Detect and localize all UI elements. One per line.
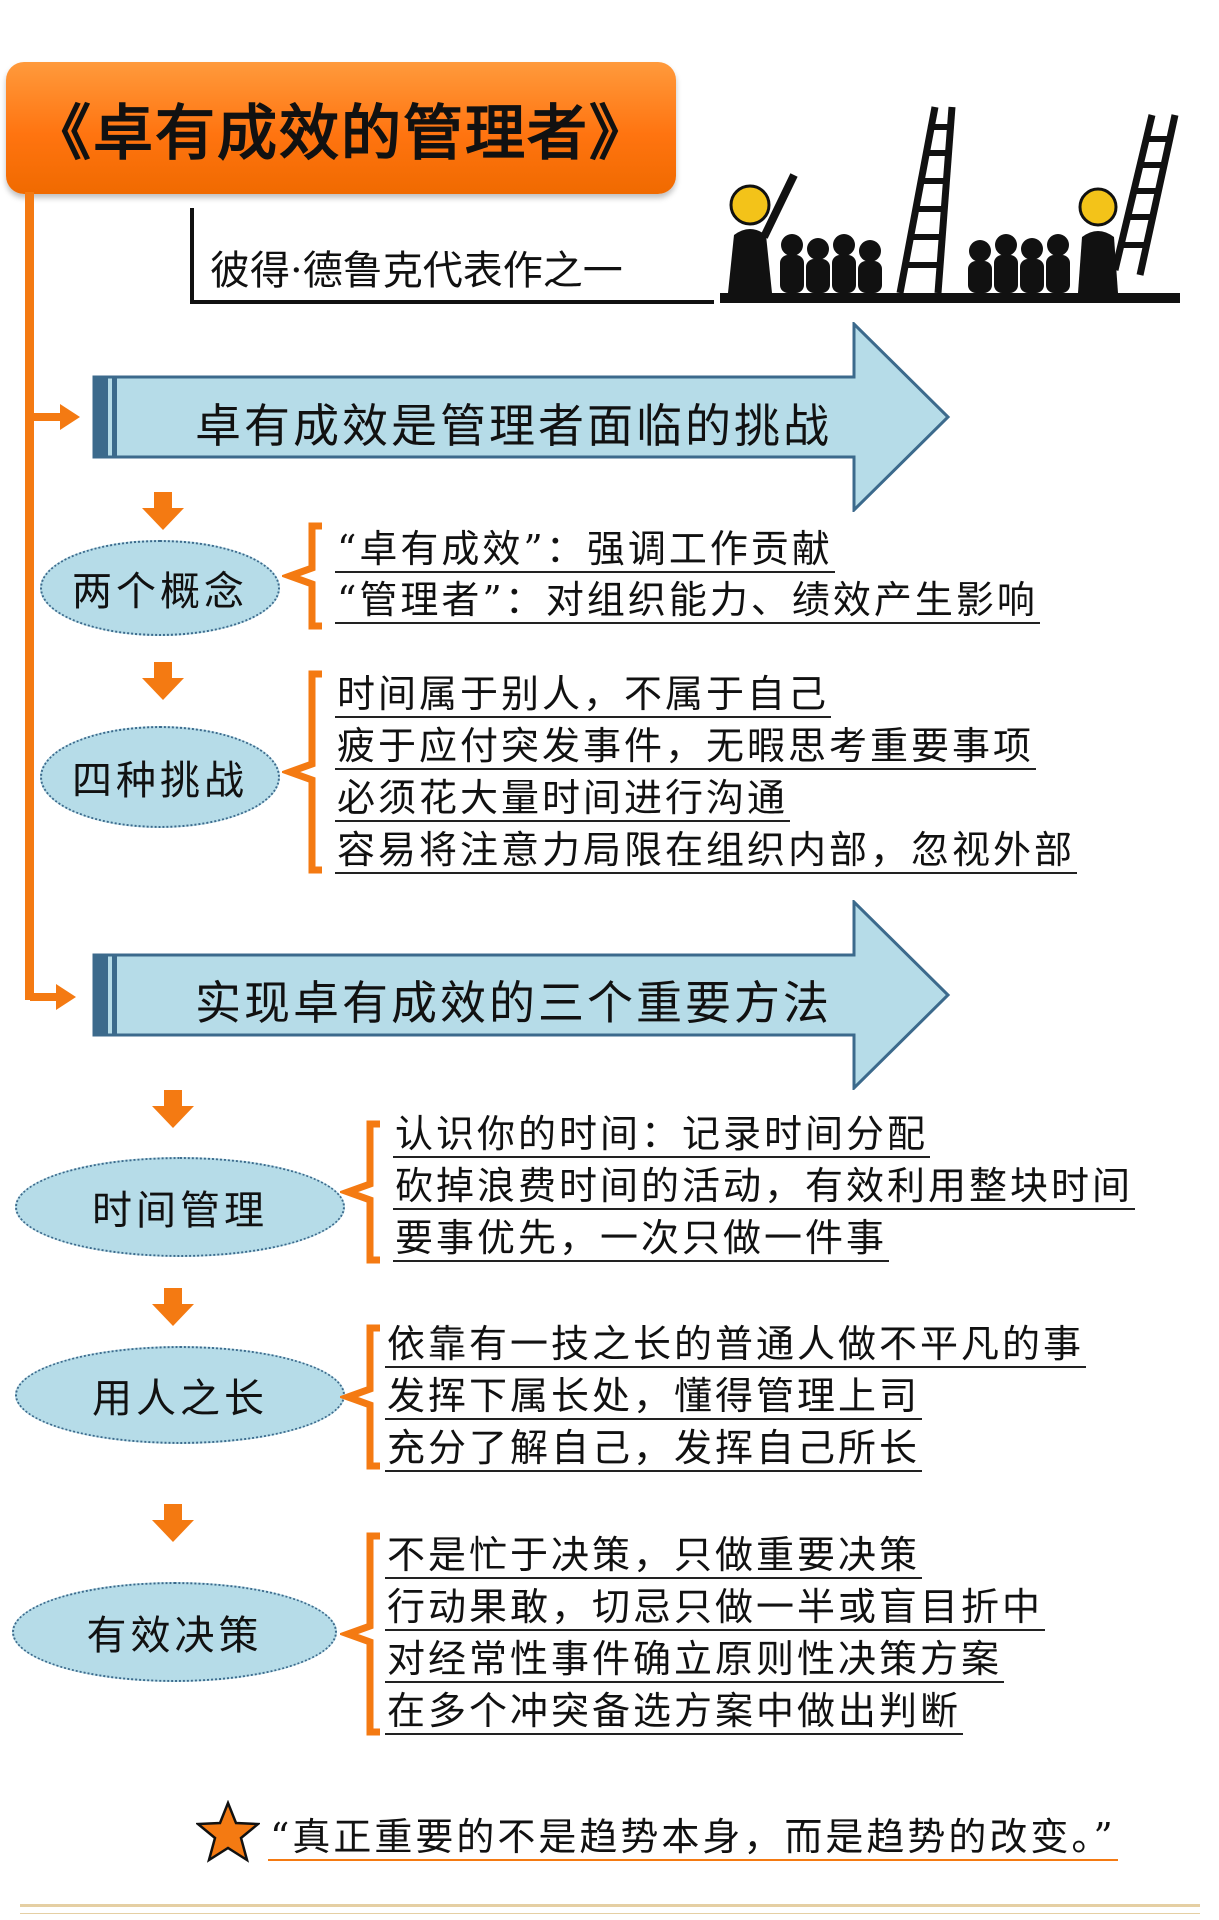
method-node: 用人之长 <box>15 1346 345 1444</box>
method-node: 时间管理 <box>15 1157 345 1257</box>
section-heading: 实现卓有成效的三个重要方法 <box>195 976 832 1030</box>
challenge-node: 四种挑战 <box>40 726 280 828</box>
bullet-line: 认识你的时间：记录时间分配 <box>393 1112 931 1158</box>
section-heading: 卓有成效是管理者面临的挑战 <box>195 399 832 453</box>
orange-arrow-icon <box>152 1288 194 1326</box>
bracket <box>282 522 322 630</box>
bullet-line: 砍掉浪费时间的活动，有效利用整块时间 <box>393 1164 1136 1210</box>
bullet-line: 要事优先，一次只做一件事 <box>393 1216 890 1262</box>
orange-arrow-icon <box>34 404 80 430</box>
orange-arrow-icon <box>142 492 184 530</box>
bullet-line: “卓有成效”：强调工作贡献 <box>335 527 835 573</box>
orange-arrow-icon <box>30 984 76 1010</box>
bracket <box>282 670 322 874</box>
bullet-line: 行动果敢，切忌只做一半或盲目折中 <box>385 1585 1046 1631</box>
bullet-line: 容易将注意力局限在组织内部，忽视外部 <box>335 828 1078 874</box>
section-header-arrow <box>92 900 951 1090</box>
orange-arrow-icon <box>142 662 184 700</box>
bracket <box>340 1324 380 1470</box>
bullet-line: 充分了解自己，发挥自己所长 <box>385 1426 923 1472</box>
bullet-line: 时间属于别人，不属于自己 <box>335 672 832 718</box>
timeline-line <box>25 192 34 1000</box>
orange-arrow-icon <box>152 1504 194 1542</box>
concept-node: 两个概念 <box>40 540 280 636</box>
section-header-arrow <box>92 322 951 512</box>
people-with-ladders-illustration <box>720 106 1180 303</box>
subtitle-frame <box>190 208 714 304</box>
page-title: 《卓有成效的管理者》 <box>31 98 651 169</box>
bracket <box>340 1120 380 1264</box>
bullet-line: 不是忙于决策，只做重要决策 <box>385 1533 923 1579</box>
star-icon <box>196 1800 260 1863</box>
bullet-line: 必须花大量时间进行沟通 <box>335 776 791 822</box>
bullet-line: 在多个冲突备选方案中做出判断 <box>385 1689 964 1735</box>
bullet-line: 疲于应付突发事件，无暇思考重要事项 <box>335 724 1037 770</box>
title-box: 《卓有成效的管理者》 <box>6 62 676 194</box>
bottom-border <box>20 1904 1200 1914</box>
orange-arrow-icon <box>152 1090 194 1128</box>
bracket <box>340 1532 380 1736</box>
quote-text: “真正重要的不是趋势本身，而是趋势的改变。” <box>268 1815 1118 1861</box>
bullet-line: 依靠有一技之长的普通人做不平凡的事 <box>385 1322 1087 1368</box>
bullet-line: 发挥下属长处，懂得管理上司 <box>385 1374 923 1420</box>
method-node: 有效决策 <box>12 1582 337 1682</box>
bullet-line: 对经常性事件确立原则性决策方案 <box>385 1637 1005 1683</box>
bullet-line: “管理者”：对组织能力、绩效产生影响 <box>335 578 1040 624</box>
subtitle: 彼得·德鲁克代表作之一 <box>210 248 623 294</box>
